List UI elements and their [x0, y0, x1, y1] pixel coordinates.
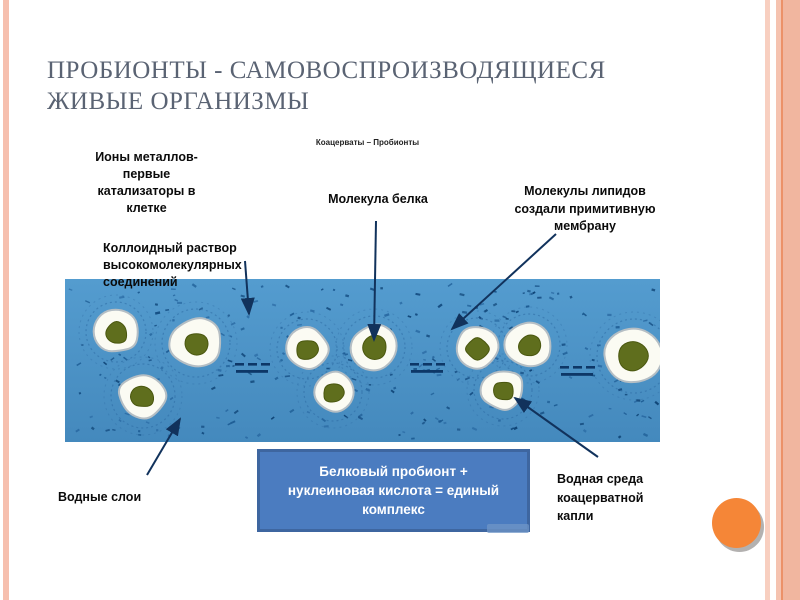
- transition-dashes: [235, 363, 270, 373]
- transition-dashes: [560, 366, 595, 376]
- coacervate-ring: [303, 362, 363, 422]
- coacervate-ring: [473, 360, 533, 420]
- coacervate-ring: [596, 318, 660, 394]
- probiont-core: [518, 334, 542, 357]
- label-water-layers: Водные слои: [58, 490, 142, 504]
- left-edge-stripe: [3, 0, 9, 600]
- probiont-complex-box: Белковый пробионт + нуклеиновая кислота …: [257, 449, 530, 532]
- diagram-heading: Коацерваты – Пробионты: [315, 138, 420, 147]
- coacervate-ring: [276, 318, 338, 380]
- callout-arrow: [367, 220, 382, 342]
- callout-arrow: [450, 233, 557, 331]
- coacervate-ring-outer: [78, 294, 154, 370]
- coacervate-ring: [497, 313, 561, 377]
- label-metal-ions: Ионы металлов- первые катализаторы в кле…: [95, 150, 198, 215]
- label-protein-molecule: Молекула белка: [328, 192, 428, 206]
- coacervate-ring: [161, 308, 231, 378]
- probiont-core: [184, 333, 209, 356]
- coacervate-ring-outer: [296, 355, 370, 429]
- probiont-core: [618, 341, 649, 372]
- title-line-2: ЖИВЫЕ ОРГАНИЗМЫ: [47, 88, 310, 115]
- callout-arrow: [240, 260, 255, 316]
- title-line-1: ПРОБИОНТЫ - САМОВОСПРОИЗВОДЯЩИЕСЯ: [47, 57, 606, 84]
- label-colloid-solution: Коллоидный раствор высокомолекулярных со…: [103, 241, 242, 289]
- coacervate-ring-outer: [335, 308, 413, 386]
- right-edge-band-inner: [783, 0, 800, 600]
- callout-arrow: [146, 417, 182, 476]
- probiont-core: [465, 337, 490, 361]
- label-water-environment: Водная среда коацерватной капли: [557, 472, 644, 523]
- label-lipid-molecules: Молекулы липидов создали примитивную мем…: [514, 184, 656, 233]
- transition-dashes: [410, 363, 445, 373]
- probiont-core: [130, 385, 155, 407]
- probiont-core: [493, 381, 514, 401]
- right-edge-accent-line: [781, 0, 783, 600]
- coacervate-ring-outer: [103, 356, 183, 436]
- coacervate-ring: [110, 363, 176, 429]
- coacervate-ring-outer: [154, 301, 238, 385]
- probiont-core: [105, 320, 128, 344]
- coacervate-ring: [85, 301, 147, 363]
- band-content: [68, 282, 660, 440]
- callout-arrow: [513, 396, 599, 458]
- coacervate-ring-outer: [466, 353, 540, 427]
- coacervate-ring-outer: [490, 306, 568, 384]
- right-edge-thin-stripe: [765, 0, 770, 600]
- orange-accent-circle: [712, 498, 761, 548]
- probiont-core: [296, 340, 319, 360]
- coacervate-ring-outer: [589, 311, 660, 401]
- watermark-smudge: [487, 524, 529, 533]
- probiont-core: [323, 383, 345, 403]
- coacervate-ring-outer: [269, 311, 345, 387]
- page-title: ПРОБИОНТЫ - САМОВОСПРОИЗВОДЯЩИЕСЯ ЖИВЫЕ …: [47, 55, 747, 117]
